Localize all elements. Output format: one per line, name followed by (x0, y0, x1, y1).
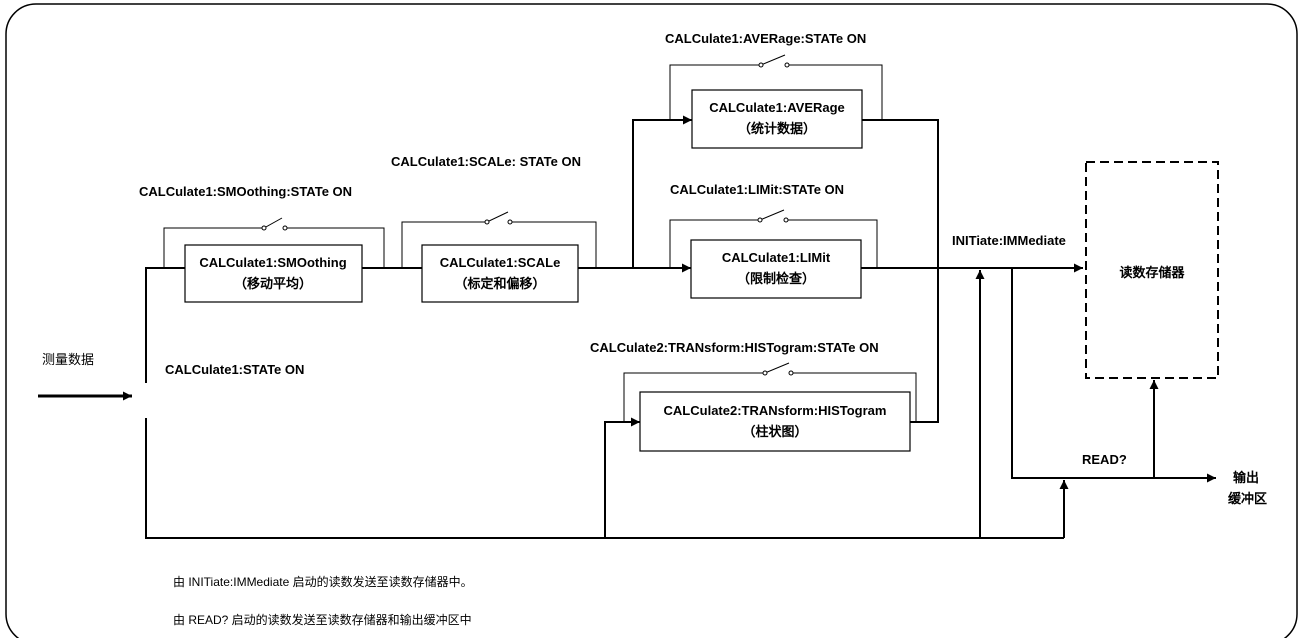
smoothing-switch-contact (261, 225, 267, 231)
scale-bypass-wire (401, 211, 509, 268)
average-desc: （统计数据） (738, 121, 816, 136)
limit-switch-contact (757, 217, 763, 223)
scale-desc: （标定和偏移） (454, 276, 545, 291)
average-switch-contact (784, 62, 790, 68)
limit-bypass-wire (788, 219, 878, 268)
state-switch-label: CALCulate1:STATe ON (165, 362, 304, 377)
smoothing-cmd: CALCulate1:SMOothing (199, 255, 346, 270)
read-branch-wire (1011, 268, 1216, 483)
reading-memory-label: 读数存储器 (1119, 265, 1185, 280)
average-bypass-wire (789, 64, 883, 120)
average-switch-label: CALCulate1:AVERage:STATe ON (665, 31, 866, 46)
footnote-read: 由 READ? 启动的读数发送至读数存储器和输出缓冲区中 (173, 612, 472, 627)
scale-switch-contact (507, 219, 513, 225)
reading-memory-box (1085, 161, 1219, 379)
limit-desc: （限制检查） (737, 271, 815, 286)
histogram-bypass-wire (623, 362, 790, 422)
scale-block (421, 244, 579, 303)
smoothing-bypass-wire (163, 217, 283, 268)
histogram-cmd: CALCulate2:TRANsform:HISTogram (664, 403, 887, 418)
bypass-bottom-wire (145, 418, 1064, 539)
limit-bypass-wire (669, 209, 785, 268)
footnote-initiate: 由 INITiate:IMMediate 启动的读数发送至读数存储器中。 (173, 574, 473, 589)
smoothing-bypass-wire (287, 227, 385, 268)
average-block (691, 89, 863, 149)
average-branch-wire (632, 115, 692, 268)
scale-cmd: CALCulate1:SCALe (440, 255, 561, 270)
average-out-wire (862, 119, 939, 268)
average-cmd: CALCulate1:AVERage (709, 100, 845, 115)
initiate-label: INITiate:IMMediate (952, 233, 1066, 248)
smoothing-block (184, 244, 363, 303)
smoothing-switch-contact (282, 225, 288, 231)
limit-cmd: CALCulate1:LIMit (722, 250, 831, 265)
input-label: 测量数据 (42, 352, 94, 367)
average-switch-contact (758, 62, 764, 68)
histogram-desc: （柱状图） (742, 424, 807, 439)
scale-switch-contact (484, 219, 490, 225)
histogram-bypass-wire (793, 372, 917, 422)
scale-switch-label: CALCulate1:SCALe: STATe ON (391, 154, 581, 169)
smoothing-desc: （移动平均） (234, 276, 312, 291)
histogram-out-wire (910, 268, 939, 423)
histogram-switch-label: CALCulate2:TRANsform:HISTogram:STATe ON (590, 340, 879, 355)
read-label: READ? (1082, 452, 1127, 467)
output-label: 输出 (1233, 470, 1259, 485)
average-bypass-wire (669, 54, 786, 120)
histogram-input-wire (604, 417, 640, 538)
limit-switch-label: CALCulate1:LIMit:STATe ON (670, 182, 844, 197)
limit-block (690, 239, 862, 299)
scale-bypass-wire (512, 221, 597, 268)
main-input-wire (145, 267, 185, 383)
limit-switch-contact (783, 217, 789, 223)
smoothing-switch-label: CALCulate1:SMOothing:STATe ON (139, 184, 352, 199)
histogram-block (639, 391, 911, 452)
outer-frame (5, 3, 1298, 638)
histogram-switch-contact (762, 370, 768, 376)
histogram-switch-contact (788, 370, 794, 376)
output-label: 缓冲区 (1228, 491, 1267, 506)
